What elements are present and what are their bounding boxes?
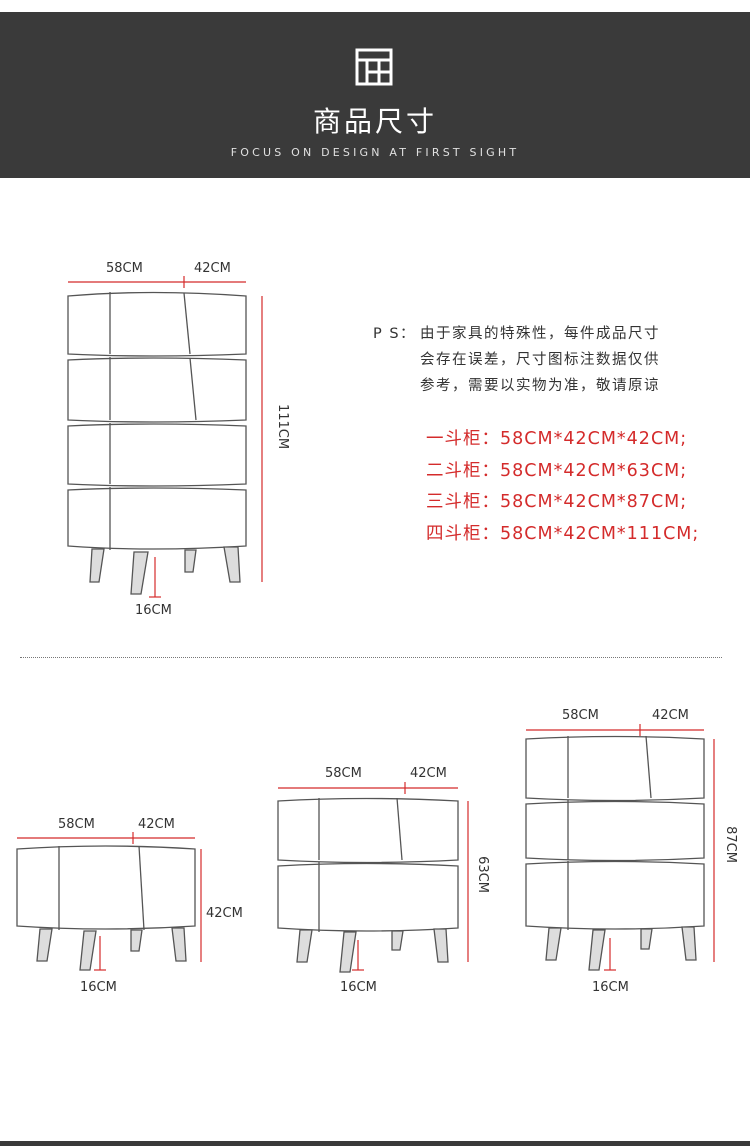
three-depth-label: 42CM: [652, 708, 689, 723]
bottom-bar: [0, 1141, 750, 1146]
note-line-2: 会存在误差，尺寸图标注数据仅供: [420, 352, 660, 368]
note-prefix: P S：: [373, 326, 417, 342]
three-width-label: 58CM: [562, 708, 599, 723]
dotted-divider: [20, 657, 722, 658]
two-leg-label: 16CM: [340, 980, 377, 995]
two-drawer-cabinet-drawing: [277, 797, 459, 973]
four-leg-label: 16CM: [135, 603, 172, 618]
two-height-label: 63CM: [474, 856, 490, 893]
three-leg-label: 16CM: [592, 980, 629, 995]
note-line-1: 由于家具的特殊性，每件成品尺寸: [420, 326, 660, 342]
header-banner: 商品尺寸 FOCUS ON DESIGN AT FIRST SIGHT: [0, 12, 750, 178]
three-height-label: 87CM: [722, 826, 738, 863]
four-depth-label: 42CM: [194, 261, 231, 276]
grid-cabinet-icon: [355, 48, 393, 86]
spec-one-drawer: 一斗柜：58CM*42CM*42CM;: [426, 429, 688, 449]
section-subtitle: FOCUS ON DESIGN AT FIRST SIGHT: [230, 146, 520, 159]
spec-three-drawer: 三斗柜：58CM*42CM*87CM;: [426, 492, 688, 512]
spec-four-drawer: 四斗柜：58CM*42CM*111CM;: [426, 524, 700, 544]
one-depth-label: 42CM: [138, 817, 175, 832]
four-drawer-cabinet-drawing: [67, 291, 247, 595]
note-line-3: 参考，需要以实物为准，敬请原谅: [420, 378, 660, 394]
one-height-label: 42CM: [206, 906, 243, 921]
three-drawer-cabinet-drawing: [525, 735, 705, 971]
section-title: 商品尺寸: [312, 105, 437, 138]
spec-two-drawer: 二斗柜：58CM*42CM*63CM;: [426, 461, 688, 481]
four-width-label: 58CM: [106, 261, 143, 276]
one-leg-label: 16CM: [80, 980, 117, 995]
one-width-label: 58CM: [58, 817, 95, 832]
dimension-lines: [17, 276, 715, 971]
two-width-label: 58CM: [325, 766, 362, 781]
two-depth-label: 42CM: [410, 766, 447, 781]
one-drawer-cabinet-drawing: [16, 845, 196, 971]
four-height-label: 111CM: [275, 403, 291, 450]
